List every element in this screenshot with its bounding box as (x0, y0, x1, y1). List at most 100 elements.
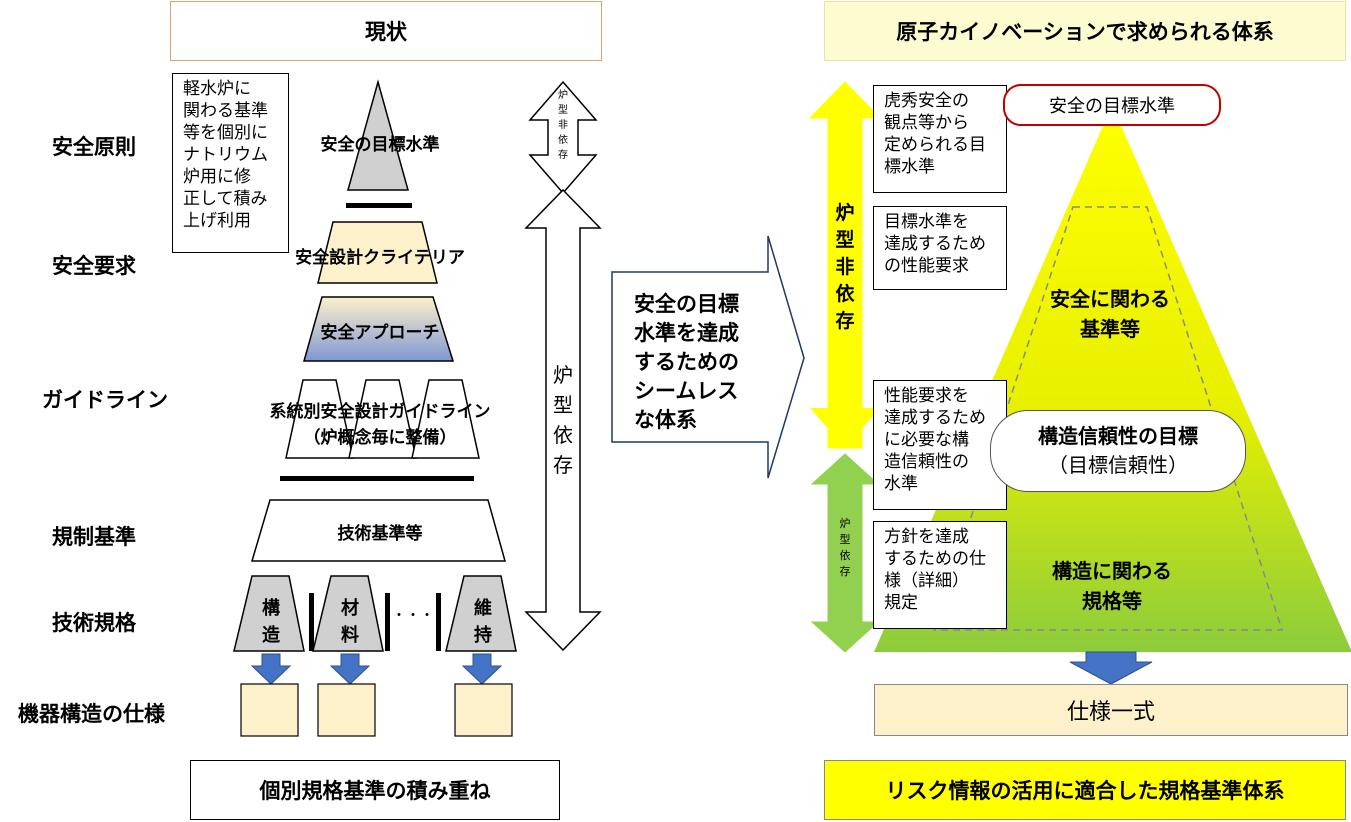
char: 非 (558, 120, 568, 131)
standard-trap-material (312, 575, 384, 652)
char: 材 (341, 598, 359, 619)
box-line: 虎秀安全の (884, 91, 969, 111)
char: 構 (262, 598, 280, 619)
spec-arrow-3 (461, 653, 503, 685)
divider-1 (309, 593, 314, 651)
char: 持 (474, 625, 492, 646)
char: 型 (835, 229, 855, 251)
char: 型 (558, 105, 568, 116)
approach-trapezoid (303, 296, 455, 362)
green-double-arrow (810, 453, 880, 653)
level-equipment-spec: 機器構造の仕様 (18, 702, 165, 726)
note-line: 等を個別に (183, 123, 268, 143)
char: 存 (553, 453, 573, 477)
char: 依 (553, 423, 573, 447)
reliability-pill: 構造信頼性の目標 （目標信頼性） (990, 410, 1246, 492)
char: 存 (558, 150, 568, 161)
reliability-box: 性能要求を 達成するため に必要な構 造信頼性の 水準 (873, 380, 1007, 510)
divider-3 (436, 593, 441, 651)
big-double-arrow (524, 188, 602, 652)
char: 炉 (553, 363, 573, 387)
box-line: 標水準 (884, 157, 935, 177)
separator-bar-1 (346, 203, 412, 208)
green-arrow-label: 炉 型 依 存 (838, 516, 852, 580)
char: 非 (835, 256, 855, 278)
box-line: 性能要求を (884, 386, 969, 406)
label-line: 規格等 (1082, 589, 1142, 613)
box-line: 様（詳細） (884, 571, 969, 591)
box-line: 達成するため (884, 234, 986, 254)
criteria-label: 安全設計クライテリア (295, 247, 465, 268)
guideline-label-1: 系統別安全設計ガイドライン (269, 401, 491, 422)
performance-box: 目標水準を 達成するため の性能要求 (873, 206, 1007, 290)
lwr-note-box: 軽水炉に 関わる基準 等を個別に ナトリウム 炉用に修 正して積み 上げ利用 (172, 73, 289, 253)
note-line: 関わる基準 (183, 101, 268, 121)
standard-trap-structure (233, 575, 305, 652)
level-guideline: ガイドライン (42, 388, 168, 412)
box-line: 造信頼性の (884, 452, 969, 472)
note-line: 軽水炉に (183, 79, 251, 99)
box-line: 方針を達成 (884, 527, 969, 547)
left-footer: 個別規格基準の積み重ね (190, 760, 560, 820)
char: 依 (839, 549, 851, 562)
ellipsis: ・・・ (392, 608, 434, 624)
approach-label: 安全アプローチ (320, 322, 440, 343)
pill-line: （目標信頼性） (1048, 453, 1188, 477)
callout-line: 水準を達成 (634, 321, 739, 345)
char: 型 (839, 533, 851, 546)
standard-material-label: 材 料 (333, 595, 367, 649)
char: 存 (835, 310, 855, 332)
tech-trapezoid (250, 499, 506, 562)
box-line: するための仕 (884, 549, 986, 569)
note-line: 炉用に修 (183, 167, 251, 187)
label-line: 構造に関わる (1052, 559, 1172, 583)
yellow-arrow-label: 炉 型 非 依 存 (834, 200, 856, 335)
char: 炉 (558, 90, 568, 101)
spec-box-1 (240, 683, 299, 737)
right-footer: リスク情報の活用に適合した規格基準体系 (824, 760, 1346, 820)
structural-standards-label: 構造に関わる 規格等 (1022, 556, 1202, 616)
middle-callout-text: 安全の目標 水準を達成 するための シームレス な体系 (634, 290, 774, 435)
goal-label: 安全の目標水準 (320, 134, 440, 155)
spec-arrow-1 (250, 653, 292, 685)
char: 炉 (839, 517, 851, 530)
right-header: 原子カイノベーションで求められる体系 (824, 1, 1346, 61)
callout-line: するための (634, 350, 739, 374)
separator-bar-2 (280, 476, 474, 481)
note-line: ナトリウム (183, 145, 268, 165)
big-triangle (874, 105, 1351, 652)
middle-callout-arrow (611, 235, 805, 479)
char: 炉 (835, 202, 855, 224)
guideline-trap-3 (411, 379, 480, 459)
callout-line: シームレス (634, 379, 739, 403)
char: 依 (558, 135, 568, 146)
divider-2 (385, 593, 390, 651)
char: 造 (262, 625, 280, 646)
char: 存 (839, 565, 851, 578)
spec-down-arrow (1069, 651, 1153, 685)
char: 依 (835, 283, 855, 305)
criteria-trapezoid (317, 221, 438, 284)
goal-triangle (347, 79, 409, 191)
char: 維 (474, 598, 492, 619)
level-regulatory-standard: 規制基準 (52, 525, 136, 549)
safety-goal-pill: 安全の目標水準 (1003, 84, 1221, 126)
guideline-label-2: （炉概念毎に整備） (303, 427, 457, 448)
yellow-down-head (810, 408, 880, 448)
note-line: 上げ利用 (183, 211, 251, 231)
spec-rule-box: 方針を達成 するための仕 様（詳細） 規定 (873, 521, 1007, 629)
level-safety-requirement: 安全要求 (52, 254, 136, 278)
box-line: 観点等から (884, 113, 969, 133)
level-safety-principle: 安全原則 (52, 135, 136, 159)
label-line: 安全に関わる (1050, 287, 1170, 311)
spec-box-2 (317, 683, 376, 737)
box-line: 規定 (884, 593, 918, 613)
callout-line: 安全の目標 (634, 292, 739, 316)
char: 料 (341, 625, 359, 646)
big-arrow-label: 炉 型 依 存 (550, 360, 576, 480)
standard-maintenance-label: 維 持 (466, 595, 500, 649)
box-line: 目標水準を (884, 212, 969, 232)
callout-line: な体系 (634, 408, 697, 432)
label-line: 基準等 (1080, 317, 1140, 341)
